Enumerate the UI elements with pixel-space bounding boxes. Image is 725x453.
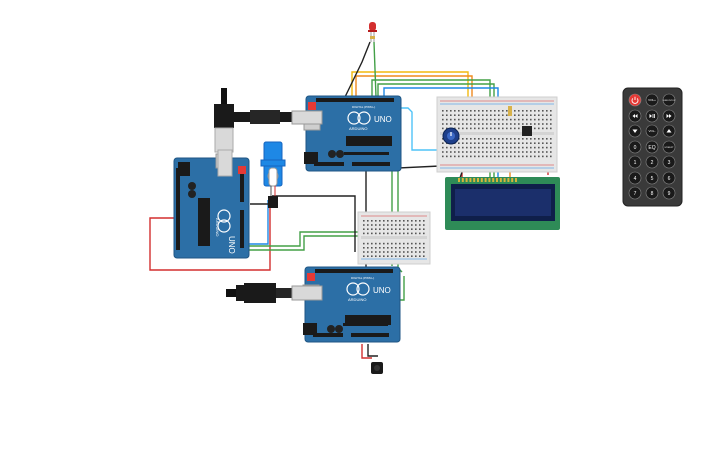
remote-key-label: 2 xyxy=(651,160,654,166)
ir-receiver[interactable] xyxy=(371,362,383,374)
usb-cable-bottom[interactable] xyxy=(226,283,323,303)
remote-key[interactable]: VOL- xyxy=(645,124,659,138)
remote-key-label: 5 xyxy=(651,176,654,182)
remote-key-label: EQ xyxy=(648,145,655,151)
ir-remote[interactable]: VOL+ FUNC/STOP VOL- 0 EQ ST/REPT 1 2 3 4 5 6 7 8 9 xyxy=(622,87,683,207)
board-model-label: UNO xyxy=(374,115,392,124)
remote-key[interactable]: 3 xyxy=(662,155,676,169)
down-arrow-icon xyxy=(632,129,638,133)
breadboard-holes xyxy=(363,220,425,257)
remote-key[interactable]: 1 xyxy=(628,155,642,169)
remote-key-label: VOL+ xyxy=(648,98,656,102)
remote-key-label: 7 xyxy=(634,191,637,197)
board-brand-label: ARDUINO xyxy=(215,218,220,236)
resistor-breadboard[interactable] xyxy=(508,106,512,116)
wire-blue-servo[interactable] xyxy=(248,200,269,245)
wire-red-ir[interactable] xyxy=(361,344,372,359)
lcd-pins xyxy=(458,178,517,182)
digital-header-label: DIGITAL (PWM~) xyxy=(352,105,375,109)
remote-key[interactable] xyxy=(628,109,642,123)
wire-lightblue[interactable] xyxy=(396,107,440,151)
resistor[interactable] xyxy=(370,36,375,39)
lcd-display[interactable] xyxy=(445,177,560,230)
remote-key[interactable]: ST/REPT xyxy=(662,140,676,154)
remote-key[interactable]: 7 xyxy=(628,186,642,200)
remote-key-label: 9 xyxy=(668,191,671,197)
wire-green-led[interactable] xyxy=(373,41,377,98)
board-model-label: UNO xyxy=(227,236,236,254)
remote-key[interactable]: FUNC/STOP xyxy=(663,93,676,107)
remote-key-label: 3 xyxy=(668,160,671,166)
remote-key[interactable]: 2 xyxy=(645,155,659,169)
board-brand-label: ARDUINO xyxy=(349,126,367,131)
arduino-left[interactable]: UNO ARDUINO xyxy=(173,153,250,259)
breadboard-bottom[interactable] xyxy=(357,211,431,265)
servo-motor[interactable] xyxy=(260,141,286,208)
remote-key[interactable]: EQ xyxy=(645,140,659,154)
remote-key[interactable]: 0 xyxy=(628,140,642,154)
skip-back-icon xyxy=(632,114,638,118)
remote-key-label: 1 xyxy=(634,160,637,166)
potentiometer[interactable] xyxy=(442,127,460,145)
arduino-bottom[interactable]: UNO ARDUINO DIGITAL (PWM~) xyxy=(302,266,401,343)
remote-key-label: 4 xyxy=(634,176,637,182)
remote-key[interactable]: VOL+ xyxy=(645,93,659,107)
remote-key-label: VOL- xyxy=(648,129,655,133)
ir-sensor-chip[interactable] xyxy=(522,126,532,136)
remote-key[interactable] xyxy=(628,93,642,107)
remote-key[interactable]: 6 xyxy=(662,171,676,185)
board-model-label: UNO xyxy=(373,286,391,295)
arduino-top[interactable]: UNO ARDUINO DIGITAL (PWM~) xyxy=(303,95,402,172)
remote-key[interactable] xyxy=(645,109,659,123)
remote-key[interactable] xyxy=(662,109,676,123)
remote-key[interactable]: 5 xyxy=(645,171,659,185)
usb-cable-left[interactable] xyxy=(217,149,233,177)
remote-key-label: 8 xyxy=(651,191,654,197)
remote-keypad: VOL+ FUNC/STOP VOL- 0 EQ ST/REPT 1 2 3 4 5 6 7 8 9 xyxy=(628,93,676,200)
remote-key-label: ST/REPT xyxy=(664,147,674,149)
remote-key-label: 6 xyxy=(668,176,671,182)
play-pause-icon xyxy=(649,114,655,118)
remote-key[interactable]: 8 xyxy=(645,186,659,200)
wire-black-servo[interactable] xyxy=(272,195,356,252)
remote-key[interactable] xyxy=(628,124,642,138)
skip-forward-icon xyxy=(666,114,672,118)
remote-key[interactable]: 9 xyxy=(662,186,676,200)
wire-black-led[interactable] xyxy=(344,41,371,98)
remote-key[interactable]: 4 xyxy=(628,171,642,185)
remote-key-label: 0 xyxy=(634,145,637,151)
digital-header-label: DIGITAL (PWM~) xyxy=(351,276,374,280)
remote-key-label: FUNC/STOP xyxy=(663,100,676,102)
up-arrow-icon xyxy=(666,129,672,133)
wire-black-ir[interactable] xyxy=(367,344,378,357)
usb-cable-top[interactable] xyxy=(214,88,323,153)
remote-key[interactable] xyxy=(662,124,676,138)
board-brand-label: ARDUINO xyxy=(348,297,366,302)
led[interactable] xyxy=(368,22,377,42)
power-icon xyxy=(631,96,639,104)
